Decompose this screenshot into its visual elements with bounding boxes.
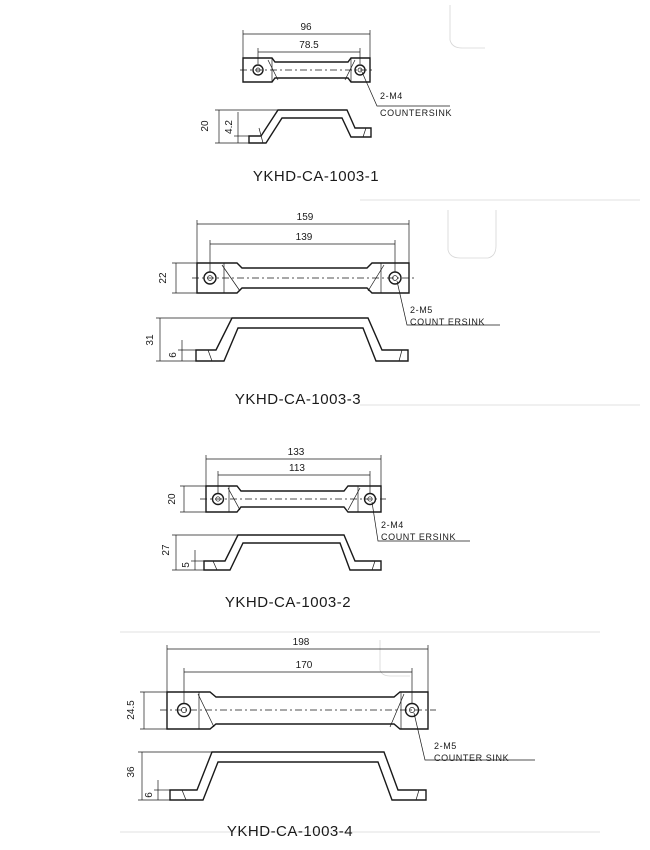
length-dimensions: 96 78.5 [242, 22, 371, 64]
width-dimension: 22 [158, 262, 197, 294]
side-view [169, 751, 427, 801]
part-code-label: YKHD-CA-1003-1 [253, 168, 379, 185]
dim-overall-length: 96 [300, 22, 312, 33]
dim-overall-length: 159 [297, 212, 314, 223]
part-ykhd-ca-1003-1: 96 78.5 2-M4 COUNTERSINK 20 4.2 YKHD-CA-… [200, 22, 452, 185]
height-dimensions: 20 4.2 [200, 109, 278, 144]
dim-hole-pitch: 139 [296, 232, 313, 243]
hole-countersink-note: COUNTERSINK [380, 108, 452, 118]
hole-callout: 2-M5 COUNT ERSINK [396, 280, 500, 327]
dim-overall-length: 198 [293, 637, 310, 648]
length-dimensions: 198 170 [166, 637, 429, 703]
part-ykhd-ca-1003-2: 133 113 20 2-M4 COUNT ERSINK 27 5 [161, 447, 470, 611]
part-ykhd-ca-1003-4: 198 170 24.5 2-M5 COUNTER SINK 36 6 [126, 637, 535, 840]
dim-thickness: 6 [168, 352, 179, 358]
hole-callout: 2-M4 COUNTERSINK [361, 71, 452, 118]
dim-thickness: 6 [144, 792, 155, 798]
side-view [248, 109, 372, 144]
side-view [195, 317, 409, 362]
dim-width: 22 [158, 272, 169, 284]
height-dimensions: 27 5 [161, 534, 238, 571]
dim-overall-length: 133 [288, 447, 305, 458]
dim-width: 20 [167, 493, 178, 505]
hole-callout: 2-M5 COUNTER SINK [413, 712, 535, 763]
dim-width: 24.5 [126, 700, 137, 720]
dim-height: 31 [145, 334, 156, 346]
top-view [200, 485, 386, 513]
height-dimensions: 36 6 [126, 751, 212, 801]
part-code-label: YKHD-CA-1003-4 [227, 823, 353, 840]
height-dimensions: 31 6 [145, 317, 232, 362]
hole-callout: 2-M4 COUNT ERSINK [371, 501, 470, 542]
dim-hole-pitch: 170 [296, 660, 313, 671]
part-code-label: YKHD-CA-1003-2 [225, 594, 351, 611]
dim-thickness: 5 [181, 562, 192, 568]
hole-thread-note: 2-M4 [380, 91, 403, 101]
width-dimension: 24.5 [126, 691, 167, 730]
hole-countersink-note: COUNT ERSINK [410, 317, 485, 327]
width-dimension: 20 [167, 485, 206, 513]
length-dimensions: 159 139 [196, 212, 410, 272]
dim-hole-pitch: 78.5 [299, 40, 319, 51]
hole-thread-note: 2-M5 [434, 741, 457, 751]
part-ykhd-ca-1003-3: 159 139 22 2-M5 COUNT ERSINK 31 6 [145, 212, 500, 408]
dim-height: 27 [161, 544, 172, 556]
hole-countersink-note: COUNTER SINK [434, 753, 509, 763]
part-code-label: YKHD-CA-1003-3 [235, 391, 361, 408]
hole-thread-note: 2-M4 [381, 520, 404, 530]
side-view [203, 534, 382, 571]
hole-thread-note: 2-M5 [410, 305, 433, 315]
dim-height: 20 [200, 120, 211, 132]
background-artifacts [120, 5, 640, 833]
top-view [192, 262, 414, 294]
dim-hole-pitch: 113 [289, 463, 305, 474]
length-dimensions: 133 113 [205, 447, 382, 493]
dim-height: 36 [126, 766, 137, 778]
top-view [240, 57, 374, 83]
hole-countersink-note: COUNT ERSINK [381, 532, 456, 542]
dim-thickness: 4.2 [224, 120, 235, 134]
top-view [160, 691, 436, 730]
